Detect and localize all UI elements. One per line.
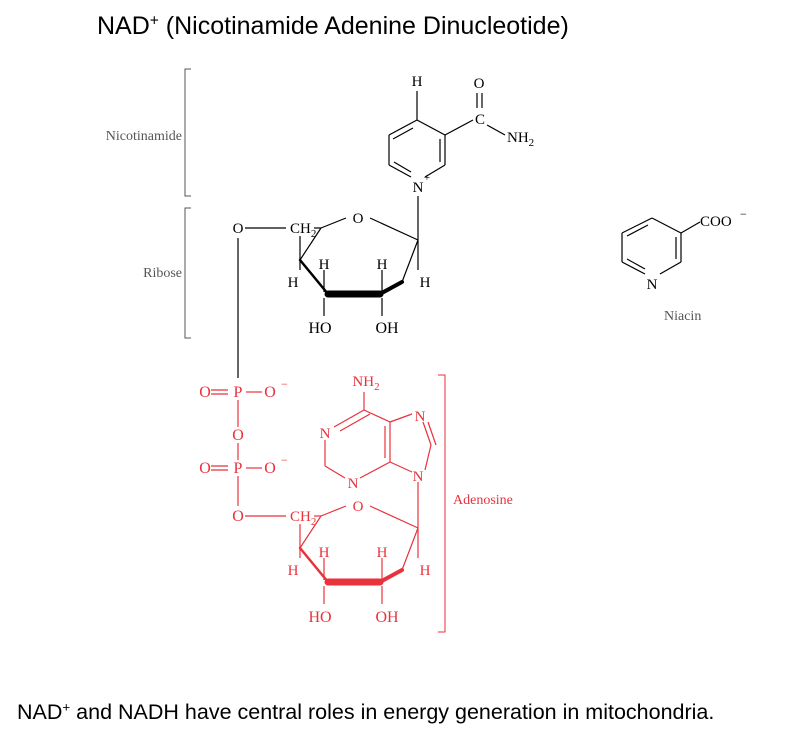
adenosine-bracket <box>438 374 446 633</box>
nicotinamide-label: Nicotinamide <box>106 129 182 144</box>
caption-superscript: + <box>62 699 71 715</box>
phosphate2-p: P <box>234 460 243 477</box>
caption-rest: and NADH have central roles in energy ge… <box>70 700 715 724</box>
amide-nh2: NH2 <box>507 130 534 149</box>
bottom-ribose-h-inner-right: H <box>377 545 388 561</box>
top-ribose-h-outer-left: H <box>288 275 299 291</box>
bottom-ribose-ch2: CH2 <box>290 509 316 528</box>
carbonyl-o: O <box>474 76 485 92</box>
phosphate2-o: O <box>264 460 276 477</box>
adenine-rings <box>324 392 437 528</box>
ribose-label: Ribose <box>143 266 182 281</box>
phosphate2-charge: − <box>281 453 288 467</box>
adenine-n3: N <box>348 476 359 492</box>
phosphate1-charge: − <box>281 377 288 391</box>
phosphate1-o: O <box>264 384 276 401</box>
title-superscript: + <box>149 12 159 30</box>
bottom-ribose-oh: OH <box>375 609 399 626</box>
amide-nh2-sub: 2 <box>529 137 535 149</box>
pyridinium-charge: + <box>424 172 430 184</box>
nicotinamide-bracket <box>184 68 191 197</box>
adenosine-label: Adenosine <box>453 493 513 508</box>
phosphate1-p: P <box>234 384 243 401</box>
top-ribose-ring <box>245 217 419 316</box>
bottom-ribose-ho: HO <box>308 609 331 626</box>
bottom-ribose-h-outer-right: H <box>420 563 431 579</box>
top-ribose-h-inner-left: H <box>319 257 330 273</box>
phosphate-bonds <box>211 389 286 517</box>
niacin-label: Niacin <box>664 309 701 324</box>
bottom-ch: CH <box>290 509 311 525</box>
adenine-nh2: NH2 <box>352 374 379 393</box>
figure-title: NAD+ (Nicotinamide Adenine Dinucleotide) <box>97 12 569 41</box>
top-ribose-h-inner-right: H <box>377 257 388 273</box>
top-ribose-h-outer-right: H <box>420 275 431 291</box>
niacin-n: N <box>647 277 658 293</box>
phosphate1-double-o: O <box>199 384 211 401</box>
adenine-nh: NH <box>352 374 374 390</box>
caption: NAD+ and NADH have central roles in ener… <box>17 700 714 725</box>
top-ribose-ch2: CH2 <box>290 221 316 240</box>
adenine-n9: N <box>413 469 424 485</box>
phosphate2-double-o: O <box>199 460 211 477</box>
top-ribose-ring-o: O <box>353 211 364 227</box>
bottom-link-o: O <box>232 508 244 525</box>
niacin-ring <box>621 217 701 275</box>
bottom-ch2-sub: 2 <box>311 516 317 528</box>
niacin-charge: − <box>740 207 747 221</box>
top-ch: CH <box>290 221 311 237</box>
top-ribose-oh: OH <box>375 320 399 337</box>
nicotinamide-ring <box>388 91 506 240</box>
bridge-o: O <box>232 427 244 444</box>
bottom-ribose-h-outer-left: H <box>288 563 299 579</box>
adenine-nh2-sub: 2 <box>374 381 380 393</box>
top-ribose-link-o: O <box>233 221 244 237</box>
pyridinium-n: N <box>413 180 424 196</box>
ribose-bracket <box>184 207 191 339</box>
niacin-coo: COO <box>700 214 732 230</box>
adenine-n1: N <box>320 426 331 442</box>
title-rest: (Nicotinamide Adenine Dinucleotide) <box>158 12 569 40</box>
nicotinamide-h-top: H <box>412 74 423 90</box>
amide-nh: NH <box>507 130 529 146</box>
caption-text: NAD <box>17 700 63 724</box>
bottom-ribose-ring-o: O <box>353 499 364 515</box>
top-ribose-ho: HO <box>308 320 331 337</box>
bottom-ribose-h-inner-left: H <box>319 545 330 561</box>
top-ch2-sub: 2 <box>311 228 317 240</box>
carbonyl-c: C <box>475 112 485 128</box>
bottom-ribose-bold-edges <box>298 546 404 586</box>
title-text: NAD <box>97 12 150 40</box>
top-ribose-bold-edges <box>298 258 404 298</box>
adenine-n7: N <box>415 409 426 425</box>
bottom-ribose-ring <box>299 505 419 604</box>
